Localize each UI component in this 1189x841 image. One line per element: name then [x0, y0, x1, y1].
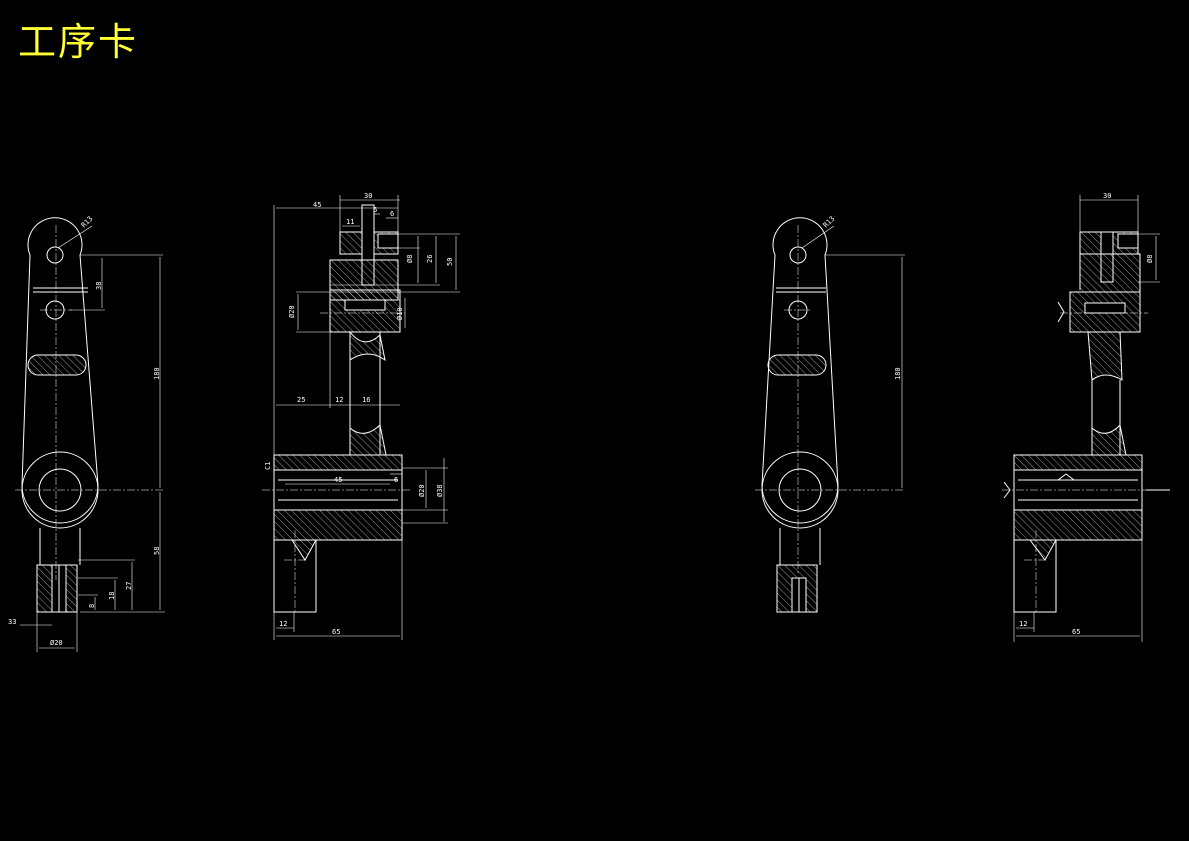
- dim-12-side: 12: [335, 396, 343, 404]
- dim-65-side: 65: [332, 628, 340, 636]
- dim-38-left: 38: [95, 282, 103, 290]
- dim-30-side-right: 30: [1103, 192, 1111, 200]
- dim-d8-side: Ø8: [406, 255, 414, 263]
- dim-bore-left: Ø20: [50, 639, 63, 647]
- dim-d8-side-right: Ø8: [1146, 255, 1154, 263]
- dim-27-left: 27: [125, 582, 133, 590]
- dim-d10-side: Ø10: [396, 307, 404, 320]
- dim-30-side: 30: [364, 192, 372, 200]
- dim-180-left: 180: [153, 367, 161, 380]
- side-view-right: 30 Ø8 12 65: [1002, 192, 1170, 642]
- dim-12b-side: 12: [279, 620, 287, 628]
- dim-6b-side: 6: [390, 210, 394, 218]
- dim-6c-side: 6: [394, 476, 398, 484]
- dim-58-left: 58: [153, 547, 161, 555]
- dim-r13-right: R13: [822, 215, 837, 230]
- dim-12-side-right: 12: [1019, 620, 1027, 628]
- dim-d38-side: Ø38: [436, 484, 444, 497]
- dim-50-side: 50: [446, 258, 454, 266]
- process-card-title: 工序卡: [18, 20, 139, 64]
- dim-r13-left: R13: [80, 215, 95, 230]
- dim-8-left: 8: [88, 604, 96, 608]
- front-view-right: R13 180: [755, 215, 905, 613]
- dim-45-side: 45: [313, 201, 321, 209]
- dim-18-left: 18: [108, 592, 116, 600]
- front-view-left: R13 38 180 58 27 18 8 33 Ø20: [8, 215, 165, 652]
- dim-26-side: 26: [426, 255, 434, 263]
- dim-180-right: 180: [894, 367, 902, 380]
- dim-c1-side: C1: [264, 462, 272, 470]
- dim-16-side: 16: [362, 396, 370, 404]
- dim-45b-side: 45: [334, 476, 342, 484]
- dim-25-side: 25: [297, 396, 305, 404]
- dim-6-side: 6: [373, 206, 377, 214]
- dim-d20-side: Ø20: [288, 305, 296, 318]
- dim-11-side: 11: [346, 218, 354, 226]
- side-view-left: 30 45 11 6 6 Ø8 26 50 Ø20 Ø10 25 12 16 C…: [262, 192, 460, 640]
- dim-33-left: 33: [8, 618, 16, 626]
- dim-d20b-side: Ø20: [418, 484, 426, 497]
- dim-65-side-right: 65: [1072, 628, 1080, 636]
